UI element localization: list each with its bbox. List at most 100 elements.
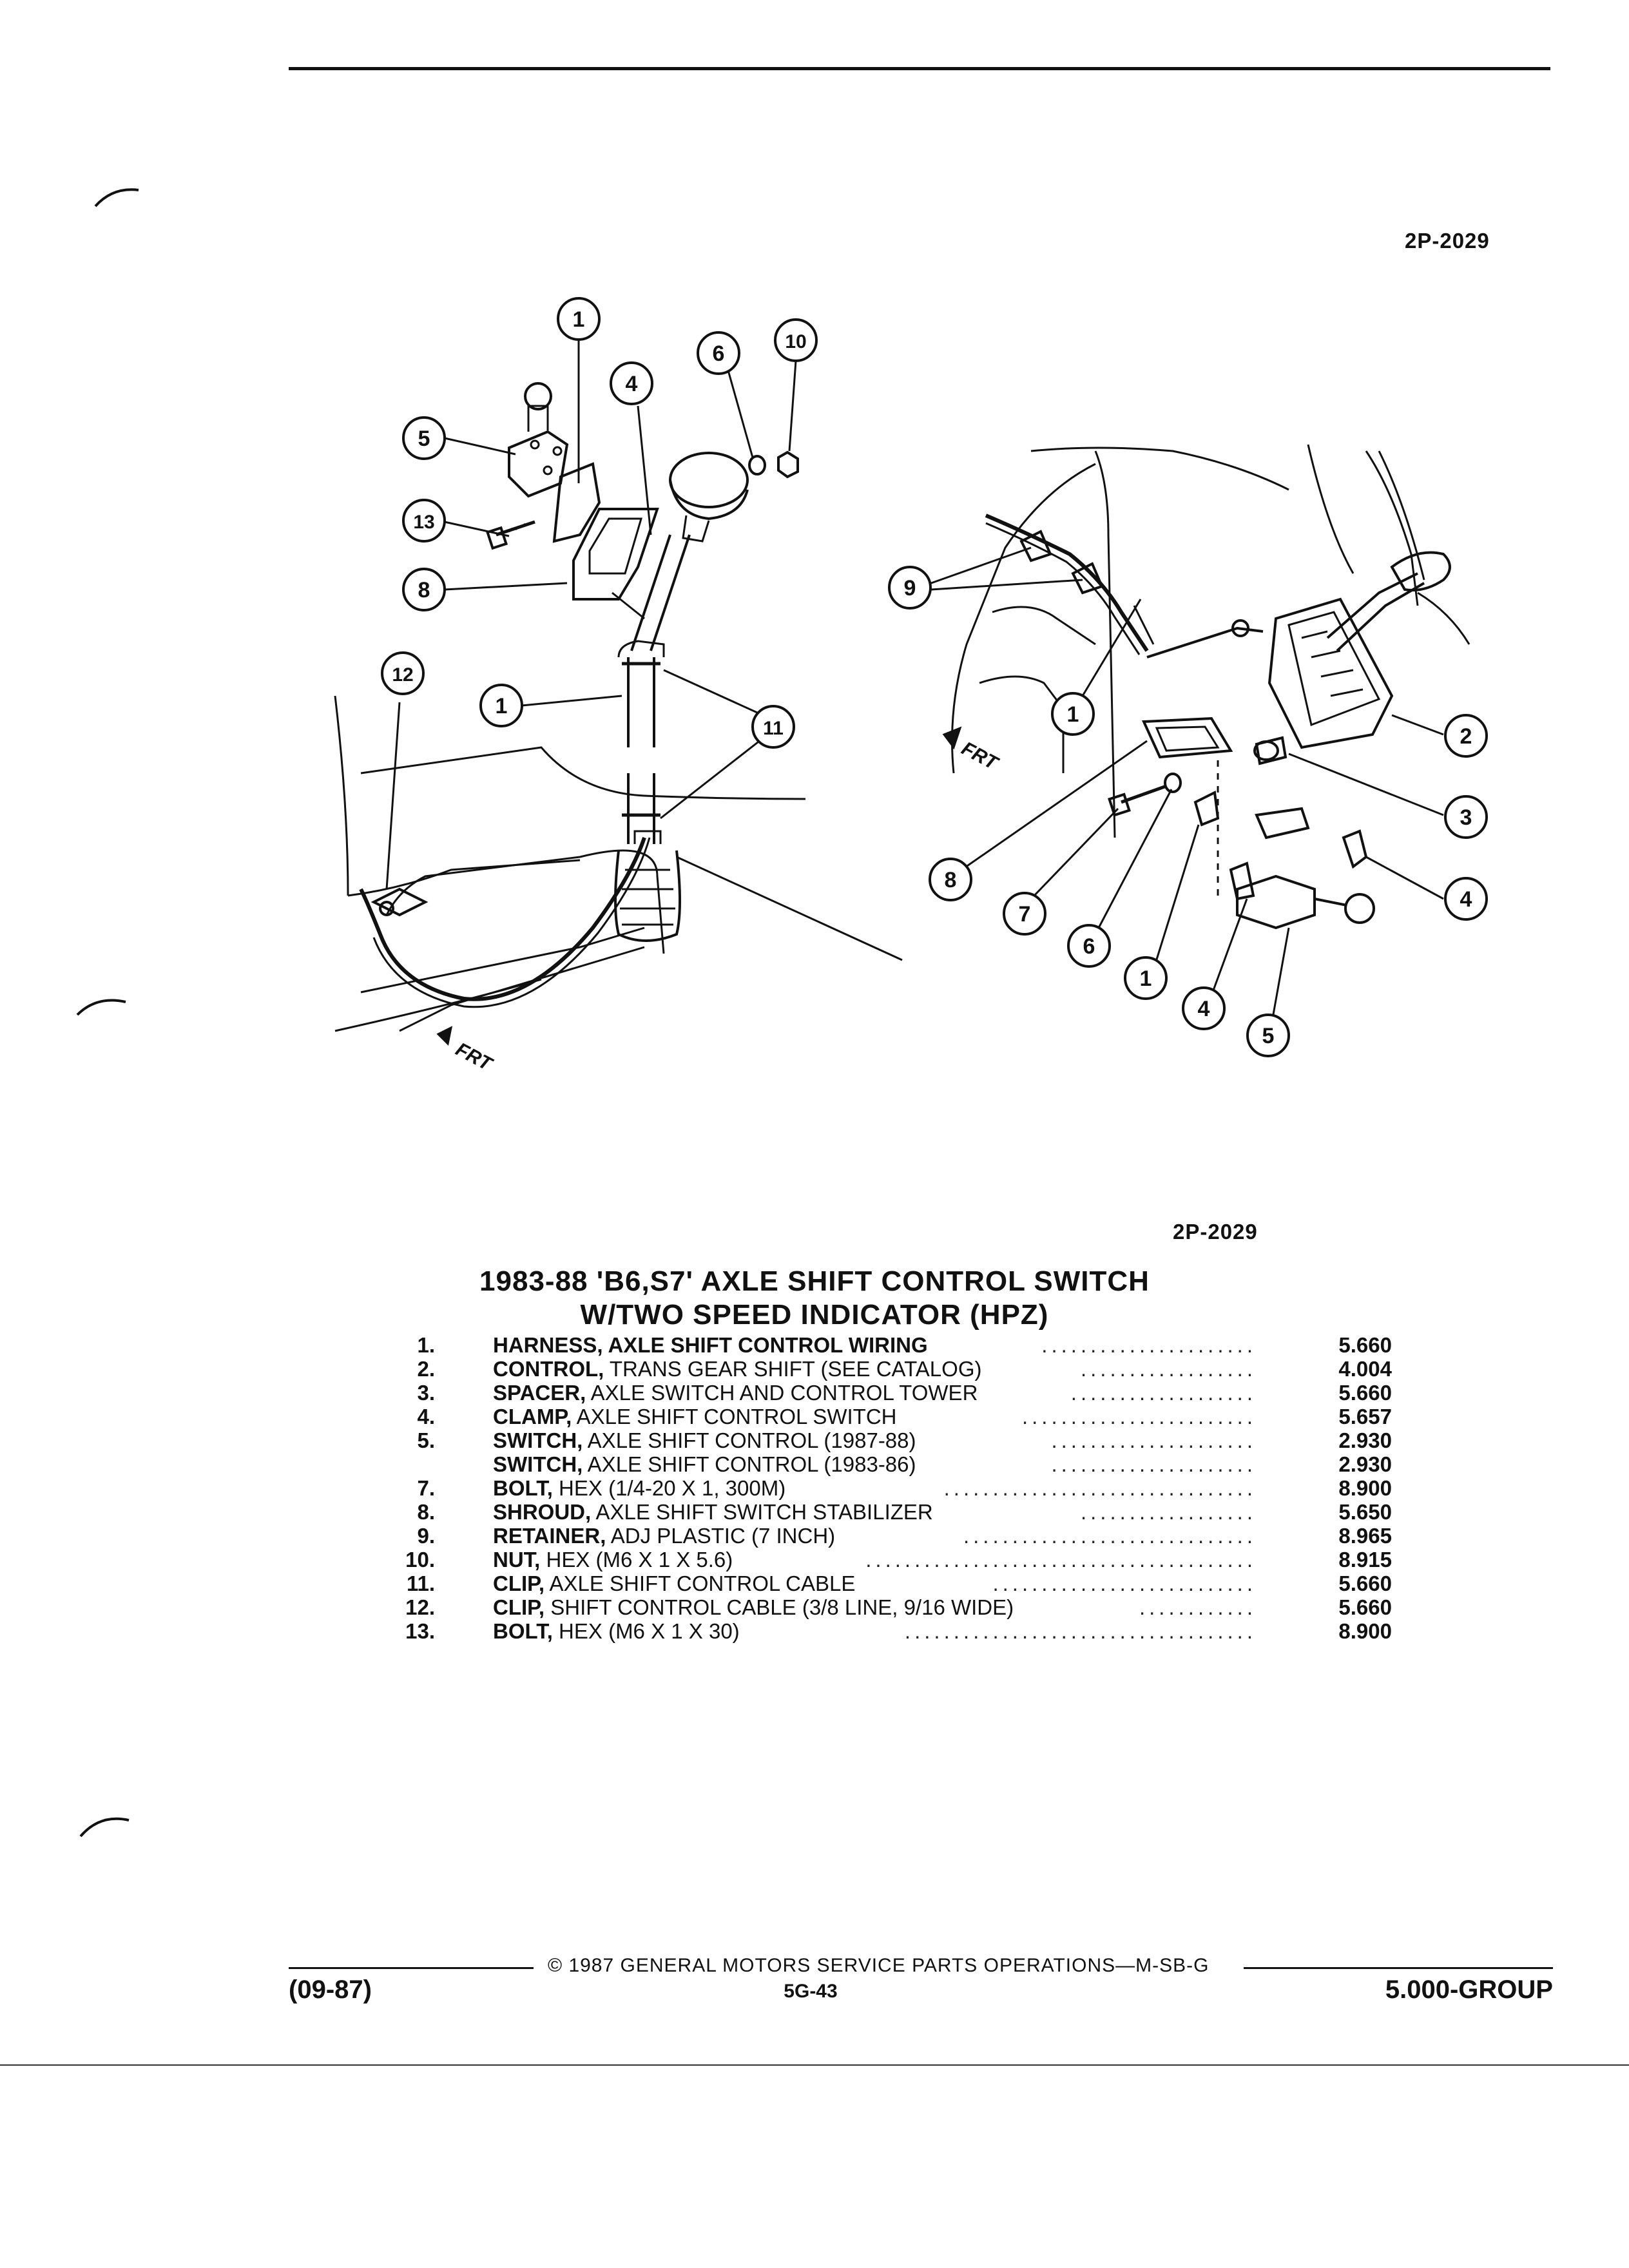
left-callout-8: 8 [418,578,430,602]
part-name: RETAINER, ADJ PLASTIC (7 INCH) [493,1524,835,1548]
left-callout-13: 13 [413,512,434,533]
part-description: AXLE SHIFT CONTROL (1983-86) [583,1452,916,1476]
left-callout-1a: 1 [573,307,585,332]
footer-rule-left [289,1967,534,1969]
right-callout-5: 5 [1262,1024,1275,1048]
group-number: 8.900 [1338,1476,1392,1500]
leader-dots: ..................... [1051,1452,1257,1476]
binder-marks [76,188,139,1838]
part-row: 3. SPACER, AXLE SWITCH AND CONTROL TOWER… [361,1381,1392,1405]
part-name: NUT, HEX (M6 X 1 X 5.6) [493,1548,733,1571]
group-number: 5.660 [1338,1571,1392,1595]
right-callout-numbers: 9 1 2 3 8 7 6 1 4 5 4 [904,576,1472,1048]
part-name: BOLT, HEX (1/4-20 X 1, 300M) [493,1477,786,1500]
part-number: 3. [417,1381,435,1405]
right-frt-label: FRT [958,738,1003,775]
part-description: SHIFT CONTROL CABLE (3/8 LINE, 9/16 WIDE… [545,1595,1014,1619]
group-number: 5.660 [1338,1595,1392,1619]
page-title-line2: W/TWO SPEED INDICATOR (HPZ) [580,1299,1049,1331]
part-noun: SPACER, [493,1381,586,1405]
leader-dots: ................................ [943,1476,1257,1500]
part-row: 4. CLAMP, AXLE SHIFT CONTROL SWITCH ....… [361,1405,1392,1428]
page-title-line1: 1983-88 'B6,S7' AXLE SHIFT CONTROL SWITC… [479,1265,1150,1297]
part-noun: SWITCH, [493,1428,583,1452]
part-noun: CONTROL, [493,1357,604,1381]
part-description: AXLE SHIFT CONTROL (1987-88) [583,1428,916,1452]
part-noun: CLAMP, [493,1405,572,1428]
part-row: 2. CONTROL, TRANS GEAR SHIFT (SEE CATALO… [361,1358,1392,1381]
left-callout-6: 6 [713,341,725,366]
part-noun: CLIP, [493,1595,545,1619]
part-description: HEX (M6 X 1 X 5.6) [540,1548,733,1571]
part-name: SPACER, AXLE SWITCH AND CONTROL TOWER [493,1381,978,1405]
leader-dots: ................... [1070,1381,1257,1405]
group-number: 5.650 [1338,1500,1392,1524]
part-row: SWITCH, AXLE SHIFT CONTROL (1983-86) ...… [361,1453,1392,1476]
right-callout-7: 7 [1019,902,1031,927]
top-rule [289,67,1550,70]
leader-dots: ........................ [1021,1405,1257,1428]
part-noun: BOLT, [493,1476,553,1500]
part-name: CLIP, AXLE SHIFT CONTROL CABLE [493,1572,855,1595]
part-description: HEX (M6 X 1 X 30) [552,1619,740,1643]
part-description: AXLE SHIFT CONTROL CABLE [545,1571,856,1595]
part-number: 1. [417,1333,435,1357]
group-number: 2.930 [1338,1428,1392,1452]
leader-dots: .............................. [963,1524,1257,1548]
part-row: 11. CLIP, AXLE SHIFT CONTROL CABLE .....… [361,1572,1392,1595]
footer-copyright: © 1987 GENERAL MOTORS SERVICE PARTS OPER… [548,1955,1210,1976]
left-callout-4: 4 [626,372,638,396]
part-row: 9. RETAINER, ADJ PLASTIC (7 INCH) ......… [361,1524,1392,1548]
left-illustration [334,338,903,1046]
part-noun: NUT, [493,1548,541,1571]
part-row: 5. SWITCH, AXLE SHIFT CONTROL (1987-88) … [361,1429,1392,1452]
right-callout-6: 6 [1083,934,1095,959]
group-number: 8.900 [1338,1619,1392,1643]
right-callout-2: 2 [1460,724,1472,749]
group-number: 5.660 [1338,1381,1392,1405]
part-row: 10. NUT, HEX (M6 X 1 X 5.6) ............… [361,1548,1392,1571]
leader-dots: ........................................ [865,1548,1257,1571]
group-number: 5.657 [1338,1405,1392,1428]
part-row: 8. SHROUD, AXLE SHIFT SWITCH STABILIZER … [361,1501,1392,1524]
part-name: HARNESS, AXLE SHIFT CONTROL WIRING [493,1334,928,1357]
group-number: 5.660 [1338,1333,1392,1357]
part-number: 11. [406,1571,435,1595]
part-name: SWITCH, AXLE SHIFT CONTROL (1983-86) [493,1453,916,1476]
part-number: 10. [405,1548,435,1571]
part-description: ADJ PLASTIC (7 INCH) [606,1524,836,1548]
group-number: 2.930 [1338,1452,1392,1476]
part-row: 12. CLIP, SHIFT CONTROL CABLE (3/8 LINE,… [361,1596,1392,1619]
part-number: 8. [417,1500,435,1524]
left-callout-12: 12 [392,664,413,686]
leader-dots: ...................... [1041,1333,1257,1357]
right-callout-3: 3 [1460,805,1472,830]
footer-page-number: 5G-43 [784,1981,838,2002]
left-callout-10: 10 [785,331,806,352]
part-number: 2. [417,1357,435,1381]
figure-id-bottom: 2P-2029 [1173,1220,1258,1244]
group-number: 8.915 [1338,1548,1392,1571]
part-number: 7. [417,1476,435,1500]
right-callout-8: 8 [945,868,957,892]
part-description: TRANS GEAR SHIFT (SEE CATALOG) [604,1357,982,1381]
part-name: CLAMP, AXLE SHIFT CONTROL SWITCH [493,1405,896,1428]
leader-dots: ........................... [992,1571,1257,1595]
right-callout-9: 9 [904,576,916,601]
group-number: 4.004 [1338,1357,1392,1381]
part-noun: CLIP, [493,1571,545,1595]
right-callout-1a: 1 [1067,702,1079,727]
part-name: SHROUD, AXLE SHIFT SWITCH STABILIZER [493,1501,933,1524]
part-name: SWITCH, AXLE SHIFT CONTROL (1987-88) [493,1429,916,1452]
part-row: 13. BOLT, HEX (M6 X 1 X 30) ............… [361,1620,1392,1643]
part-noun: SWITCH, [493,1452,583,1476]
leader-dots: .................. [1080,1500,1257,1524]
part-description: AXLE SHIFT CONTROL SWITCH [572,1405,897,1428]
left-frt-label: FRT [452,1039,497,1076]
figure-id-top: 2P-2029 [1405,229,1490,253]
part-description: HEX (1/4-20 X 1, 300M) [552,1476,786,1500]
left-callout-1b: 1 [496,694,508,718]
right-callout-4a: 4 [1198,997,1210,1021]
part-name: CONTROL, TRANS GEAR SHIFT (SEE CATALOG) [493,1358,981,1381]
part-number: 4. [417,1405,435,1428]
